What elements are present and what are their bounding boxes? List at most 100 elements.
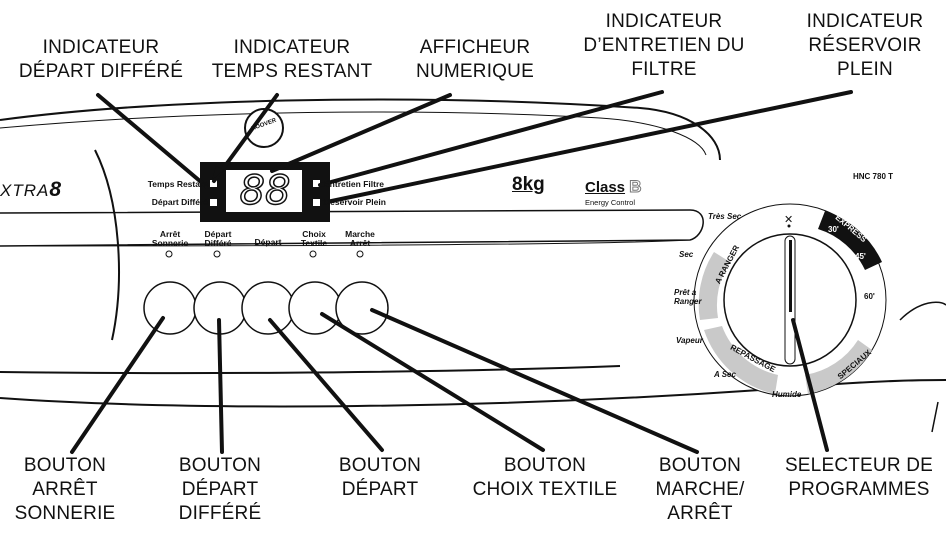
- callout-line: DÉPART: [341, 479, 419, 500]
- panel-right-tick: [931, 401, 939, 433]
- energy-class: Class B: [585, 177, 642, 197]
- callout-line: INDICATEUR: [605, 11, 723, 32]
- callout-bouton-depart-differe: BOUTON DÉPART DIFFÉRÉ: [160, 454, 280, 526]
- model-label: HNC 780 T: [853, 172, 894, 181]
- button-arret-sonnerie: [143, 281, 197, 335]
- callout-bouton-depart: BOUTON DÉPART: [320, 454, 440, 502]
- dial-arc-a-ranger: [698, 252, 730, 320]
- display-window: [226, 170, 302, 212]
- arrow-display: [212, 166, 224, 180]
- callout-line: DÉPART: [181, 479, 259, 500]
- button-label-depart-differe: Départ Différé: [190, 230, 246, 248]
- capacity-label: 8kg: [512, 174, 545, 195]
- label-line: Différé: [204, 238, 232, 248]
- panel-left-dark-curve: [94, 149, 120, 341]
- callout-bouton-arret-sonnerie: BOUTON ARRÊT SONNERIE: [0, 454, 130, 526]
- temps-restant-led: [210, 180, 217, 187]
- display-digits: 88: [239, 168, 291, 214]
- leader-lines: [70, 90, 853, 454]
- leader-selecteur: [791, 318, 829, 452]
- callout-line: D’ENTRETIEN DU: [583, 35, 745, 56]
- reservoir-plein-led: [313, 199, 320, 206]
- button-label-arret-sonnerie: Arrêt Sonnerie: [140, 230, 200, 248]
- callout-indicateur-depart-differe: INDICATEUR DÉPART DIFFÉRÉ: [3, 36, 199, 84]
- leader-marche-arret: [370, 308, 699, 454]
- callout-line: BOUTON: [338, 455, 422, 476]
- callout-line: INDICATEUR: [806, 11, 924, 32]
- panel-right-edge: [899, 301, 946, 321]
- leader-afficheur: [270, 93, 452, 173]
- led-depart-differe: [213, 250, 221, 258]
- led-choix-textile: [309, 250, 317, 258]
- leader-arrowheads: [212, 166, 224, 180]
- dial-label-a-sec: A Sec: [714, 370, 736, 379]
- leader-depart-bouton: [268, 318, 384, 452]
- callout-selecteur-programmes: SELECTEUR DE PROGRAMMES: [776, 454, 942, 502]
- button-label-depart: Départ: [240, 238, 296, 247]
- button-depart: [241, 281, 295, 335]
- depart-differe-led: [210, 199, 217, 206]
- dial-label-tres-sec: Très Sec: [708, 212, 742, 221]
- panel-strip-top: [0, 209, 704, 247]
- label-line: Départ: [254, 237, 282, 247]
- dial-arc-repassage: [704, 326, 778, 394]
- label-depart-differe: Départ Différé: [151, 197, 208, 207]
- label-line: Arrêt: [349, 238, 371, 248]
- label-line: Textile: [300, 238, 328, 248]
- dial-time-45: 45': [855, 252, 866, 261]
- callout-bouton-choix-textile: BOUTON CHOIX TEXTILE: [460, 454, 630, 502]
- label-line: Marche: [345, 229, 375, 239]
- callout-line: NUMERIQUE: [416, 61, 534, 82]
- callout-line: AFFICHEUR: [419, 37, 531, 58]
- button-label-marche-arret: Marche Arrêt: [332, 230, 388, 248]
- button-marche-arret: [335, 281, 389, 335]
- leader-reservoir: [320, 90, 853, 205]
- callout-line: DÉPART DIFFÉRÉ: [18, 61, 184, 82]
- dial-fan-icon: ✕: [784, 214, 793, 226]
- panel-inner-curve: [0, 111, 707, 156]
- dial-label-vapeur: Vapeur: [676, 336, 703, 345]
- leader-arret-sonnerie: [70, 316, 165, 454]
- callout-line: ARRÊT: [667, 503, 733, 524]
- leader-depart-differe: [96, 93, 209, 189]
- class-label: Class: [585, 179, 626, 196]
- label-line: Départ: [204, 229, 232, 239]
- label-entretien-filtre: Entretien Filtre: [324, 179, 384, 189]
- button-choix-textile: [288, 281, 342, 335]
- callout-indicateur-temps-restant: INDICATEUR TEMPS RESTANT: [202, 36, 382, 84]
- label-line: Choix: [302, 229, 326, 239]
- callout-line: INDICATEUR: [42, 37, 160, 58]
- entretien-filtre-led: [313, 180, 320, 187]
- callout-line: BOUTON: [503, 455, 587, 476]
- dial-pointer-line: [789, 240, 792, 312]
- label-line: Sonnerie: [151, 238, 189, 248]
- leader-entretien: [318, 90, 664, 187]
- label-temps-restant: Temps Restant: [147, 179, 208, 189]
- energy-control-label: Energy Control: [585, 198, 636, 207]
- callout-line: MARCHE/: [655, 479, 745, 500]
- dial-dot-top: [787, 224, 791, 228]
- class-letter: B: [629, 177, 642, 197]
- dial-label-pret-a-ranger: Prêt a Ranger: [674, 288, 702, 306]
- hoover-logo: [244, 108, 284, 148]
- dial-arc-express: [818, 211, 882, 270]
- panel-top-curve: [0, 98, 721, 161]
- dial-time-60: 60': [864, 292, 875, 301]
- dial-time-30: 30': [828, 225, 839, 234]
- led-marche-arret: [356, 250, 364, 258]
- callout-line: INDICATEUR: [233, 37, 351, 58]
- brand-mark: XTRA8: [0, 178, 61, 202]
- callout-line: PROGRAMMES: [788, 479, 930, 500]
- callout-bouton-marche-arret: BOUTON MARCHE/ ARRÊT: [640, 454, 760, 526]
- callout-line: CHOIX TEXTILE: [472, 479, 618, 500]
- leader-temps-restant: [212, 93, 279, 183]
- leader-choix-textile: [320, 312, 545, 452]
- callout-indicateur-entretien: INDICATEUR D’ENTRETIEN DU FILTRE: [574, 10, 754, 82]
- panel-bottom-curve: [0, 379, 946, 408]
- callout-afficheur-numerique: AFFICHEUR NUMERIQUE: [395, 36, 555, 84]
- dial-label-sec: Sec: [679, 250, 694, 259]
- panel-lower-curve: [0, 365, 621, 375]
- callout-line: SELECTEUR DE: [784, 455, 934, 476]
